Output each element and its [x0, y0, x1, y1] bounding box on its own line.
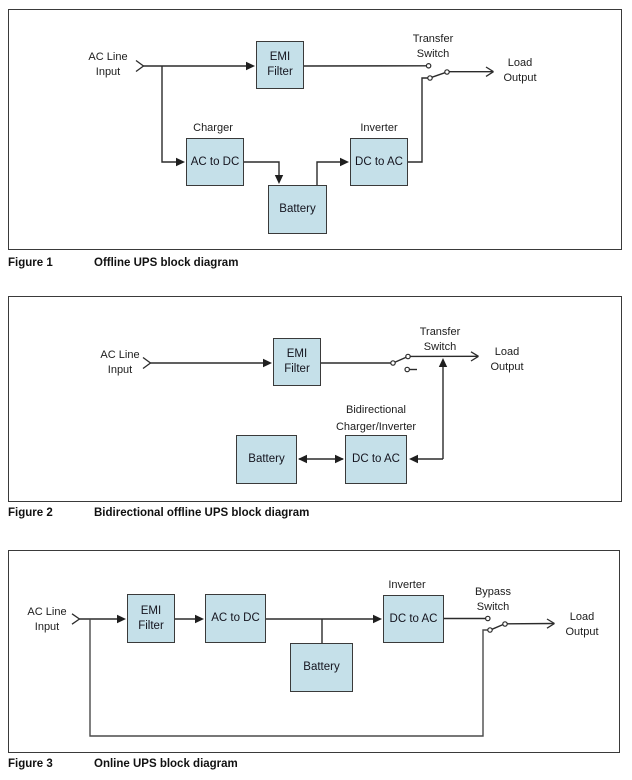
figure3-caption-label: Figure 3	[8, 758, 53, 770]
inverter-label: Inverter	[388, 579, 426, 591]
wire-ac-input	[135, 59, 255, 73]
wire-switch-to-load	[507, 618, 555, 629]
emi-filter-box: EMI Filter	[273, 338, 321, 386]
ac-line-input-label: AC Line Input	[27, 606, 67, 633]
wire-branch-to-charger	[161, 66, 185, 167]
ac-to-dc-box: AC to DC	[205, 594, 266, 643]
bypass-switch-label: Bypass Switch	[474, 586, 512, 613]
battery-box: Battery	[236, 435, 297, 484]
figure1-caption-title: Offline UPS block diagram	[94, 257, 239, 269]
dc-to-ac-box: DC to AC	[350, 138, 408, 186]
charger-label: Charger	[193, 122, 233, 134]
emi-filter-box: EMI Filter	[127, 594, 175, 643]
load-output-label: Load Output	[503, 57, 537, 84]
transfer-switch-label: Transfer Switch	[419, 326, 461, 353]
figure2-frame: AC Line Input EMI Filter Transfer Switch…	[8, 296, 622, 502]
figure3-caption: Figure 3 Online UPS block diagram	[8, 758, 238, 770]
inverter-label: Inverter	[360, 122, 398, 134]
emi-filter-box: EMI Filter	[256, 41, 304, 89]
figure1-wiring	[135, 59, 494, 185]
wire-acdc-to-battery	[244, 161, 284, 184]
figure2-caption-title: Bidirectional offline UPS block diagram	[94, 507, 310, 519]
wire-emi-to-acdc	[175, 614, 204, 624]
wire-acdc-to-dcac	[266, 614, 382, 624]
figure1-caption-label: Figure 1	[8, 257, 53, 269]
transfer-switch-symbol	[390, 353, 417, 373]
figure1-caption: Figure 1 Offline UPS block diagram	[8, 257, 238, 269]
battery-box: Battery	[268, 185, 327, 234]
bypass-switch-symbol	[484, 615, 508, 633]
transfer-switch-label: Transfer Switch	[412, 33, 454, 60]
dc-to-ac-box: DC to AC	[383, 595, 444, 643]
load-output-label: Load Output	[565, 611, 599, 638]
wire-battery-dcac-bidirectional	[298, 454, 344, 464]
wire-battery-to-dcac	[316, 157, 349, 185]
wire-ac-input	[71, 613, 126, 625]
load-output-label: Load Output	[490, 346, 524, 373]
figure2-wiring	[142, 351, 479, 464]
wire-bidirectional-riser	[409, 358, 448, 464]
bidirectional-charger-inverter-label: Bidirectional Charger/Inverter	[335, 404, 417, 433]
ac-line-input-label: AC Line Input	[88, 51, 128, 78]
wire-dcac-to-switch	[408, 80, 423, 163]
ac-line-input-label: AC Line Input	[100, 349, 140, 376]
transfer-switch-symbol	[421, 62, 450, 81]
wire-switch-to-load	[410, 351, 479, 362]
figure3-frame: AC Line Input EMI Filter AC to DC Batter…	[8, 550, 620, 753]
battery-box: Battery	[290, 643, 353, 692]
wire-bypass-loop	[89, 619, 488, 737]
figure1-frame: AC Line Input EMI Filter Charger AC to D…	[8, 9, 622, 250]
ac-to-dc-box: AC to DC	[186, 138, 244, 186]
figure2-caption: Figure 2 Bidirectional offline UPS block …	[8, 507, 309, 519]
figure2-caption-label: Figure 2	[8, 507, 53, 519]
wire-switch-to-load	[449, 66, 494, 77]
dc-to-ac-box: DC to AC	[345, 435, 407, 484]
wire-ac-input	[142, 356, 272, 370]
figure3-wiring	[71, 613, 555, 737]
figure3-caption-title: Online UPS block diagram	[94, 758, 238, 770]
